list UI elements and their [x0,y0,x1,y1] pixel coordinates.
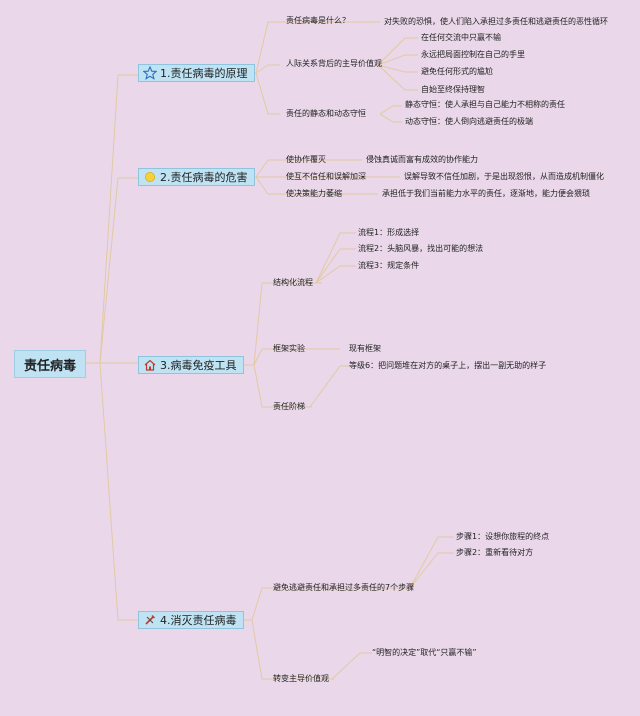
topic-node[interactable]: 转变主导价值观 [273,674,329,683]
leaf-node[interactable]: 对失败的恐惧，使人们陷入承担过多责任和逃避责任的恶性循环 [384,17,608,26]
leaf-node[interactable]: 侵蚀真诚而富有成效的协作能力 [366,155,478,164]
branch-node-harm[interactable]: 2.责任病毒的危害 [138,168,255,186]
leaf-node[interactable]: 自始至终保持理智 [421,85,485,94]
root-label: 责任病毒 [23,358,76,374]
leaf-node[interactable]: 承担低于我们当前能力水平的责任，逐渐地，能力便会猥琐 [382,189,590,198]
leaf-node[interactable]: 避免任何形式的尴尬 [421,67,493,76]
root-node[interactable]: 责任病毒 [14,350,86,378]
leaf-node[interactable]: 动态守恒：使人倒向逃避责任的极端 [405,117,533,126]
house-icon [144,359,156,371]
topic-node[interactable]: 避免逃避责任和承担过多责任的7个步骤 [273,583,415,592]
branch-label: 2.责任病毒的危害 [160,171,248,184]
topic-node[interactable]: 使决策能力萎缩 [286,189,342,198]
leaf-node[interactable]: 在任何交流中只赢不输 [421,33,501,42]
sun-icon [145,172,155,182]
leaf-node[interactable]: 流程2：头脑风暴，找出可能的想法 [358,244,484,253]
topic-node[interactable]: 框架实验 [273,344,305,353]
leaf-node[interactable]: 静态守恒：使人承担与自己能力不相称的责任 [405,100,565,109]
leaf-node[interactable]: 等级6：把问题堆在对方的桌子上，摆出一副无助的样子 [349,361,547,370]
leaf-node[interactable]: 永远把局面控制在自己的手里 [421,50,525,59]
topic-node[interactable]: 责任的静态和动态守恒 [286,109,366,118]
leaf-node[interactable]: 现有框架 [349,344,381,353]
topic-node[interactable]: 使互不信任和误解加深 [286,172,366,181]
topic-node[interactable]: 结构化流程 [273,278,313,287]
branch-label: 3.病毒免疫工具 [160,359,237,372]
branch-node-principle[interactable]: 1.责任病毒的原理 [138,64,255,82]
topic-node[interactable]: 人际关系背后的主导价值观 [286,59,382,68]
leaf-node[interactable]: 误解导致不信任加剧，于是出现怨恨，从而造成机制僵化 [404,172,604,181]
topic-node[interactable]: 责任病毒是什么？ [286,16,350,25]
leaf-node[interactable]: 步骤2：重新看待对方 [456,548,534,557]
branch-label: 1.责任病毒的原理 [160,67,248,80]
topic-node[interactable]: 使协作覆灭 [286,155,326,164]
branch-label: 4.消灭责任病毒 [160,614,237,627]
tools-icon [145,615,155,625]
branch-node-immunity-tools[interactable]: 3.病毒免疫工具 [138,356,244,374]
branch-node-eliminate[interactable]: 4.消灭责任病毒 [138,611,244,629]
leaf-node[interactable]: 流程3：规定条件 [358,261,420,270]
leaf-node[interactable]: 步骤1：设想你旅程的终点 [456,532,550,541]
leaf-node[interactable]: “明智的决定”取代“只赢不输” [372,648,477,657]
leaf-node[interactable]: 流程1：形成选择 [358,228,420,237]
star-icon [143,66,157,80]
topic-node[interactable]: 责任阶梯 [273,402,305,411]
